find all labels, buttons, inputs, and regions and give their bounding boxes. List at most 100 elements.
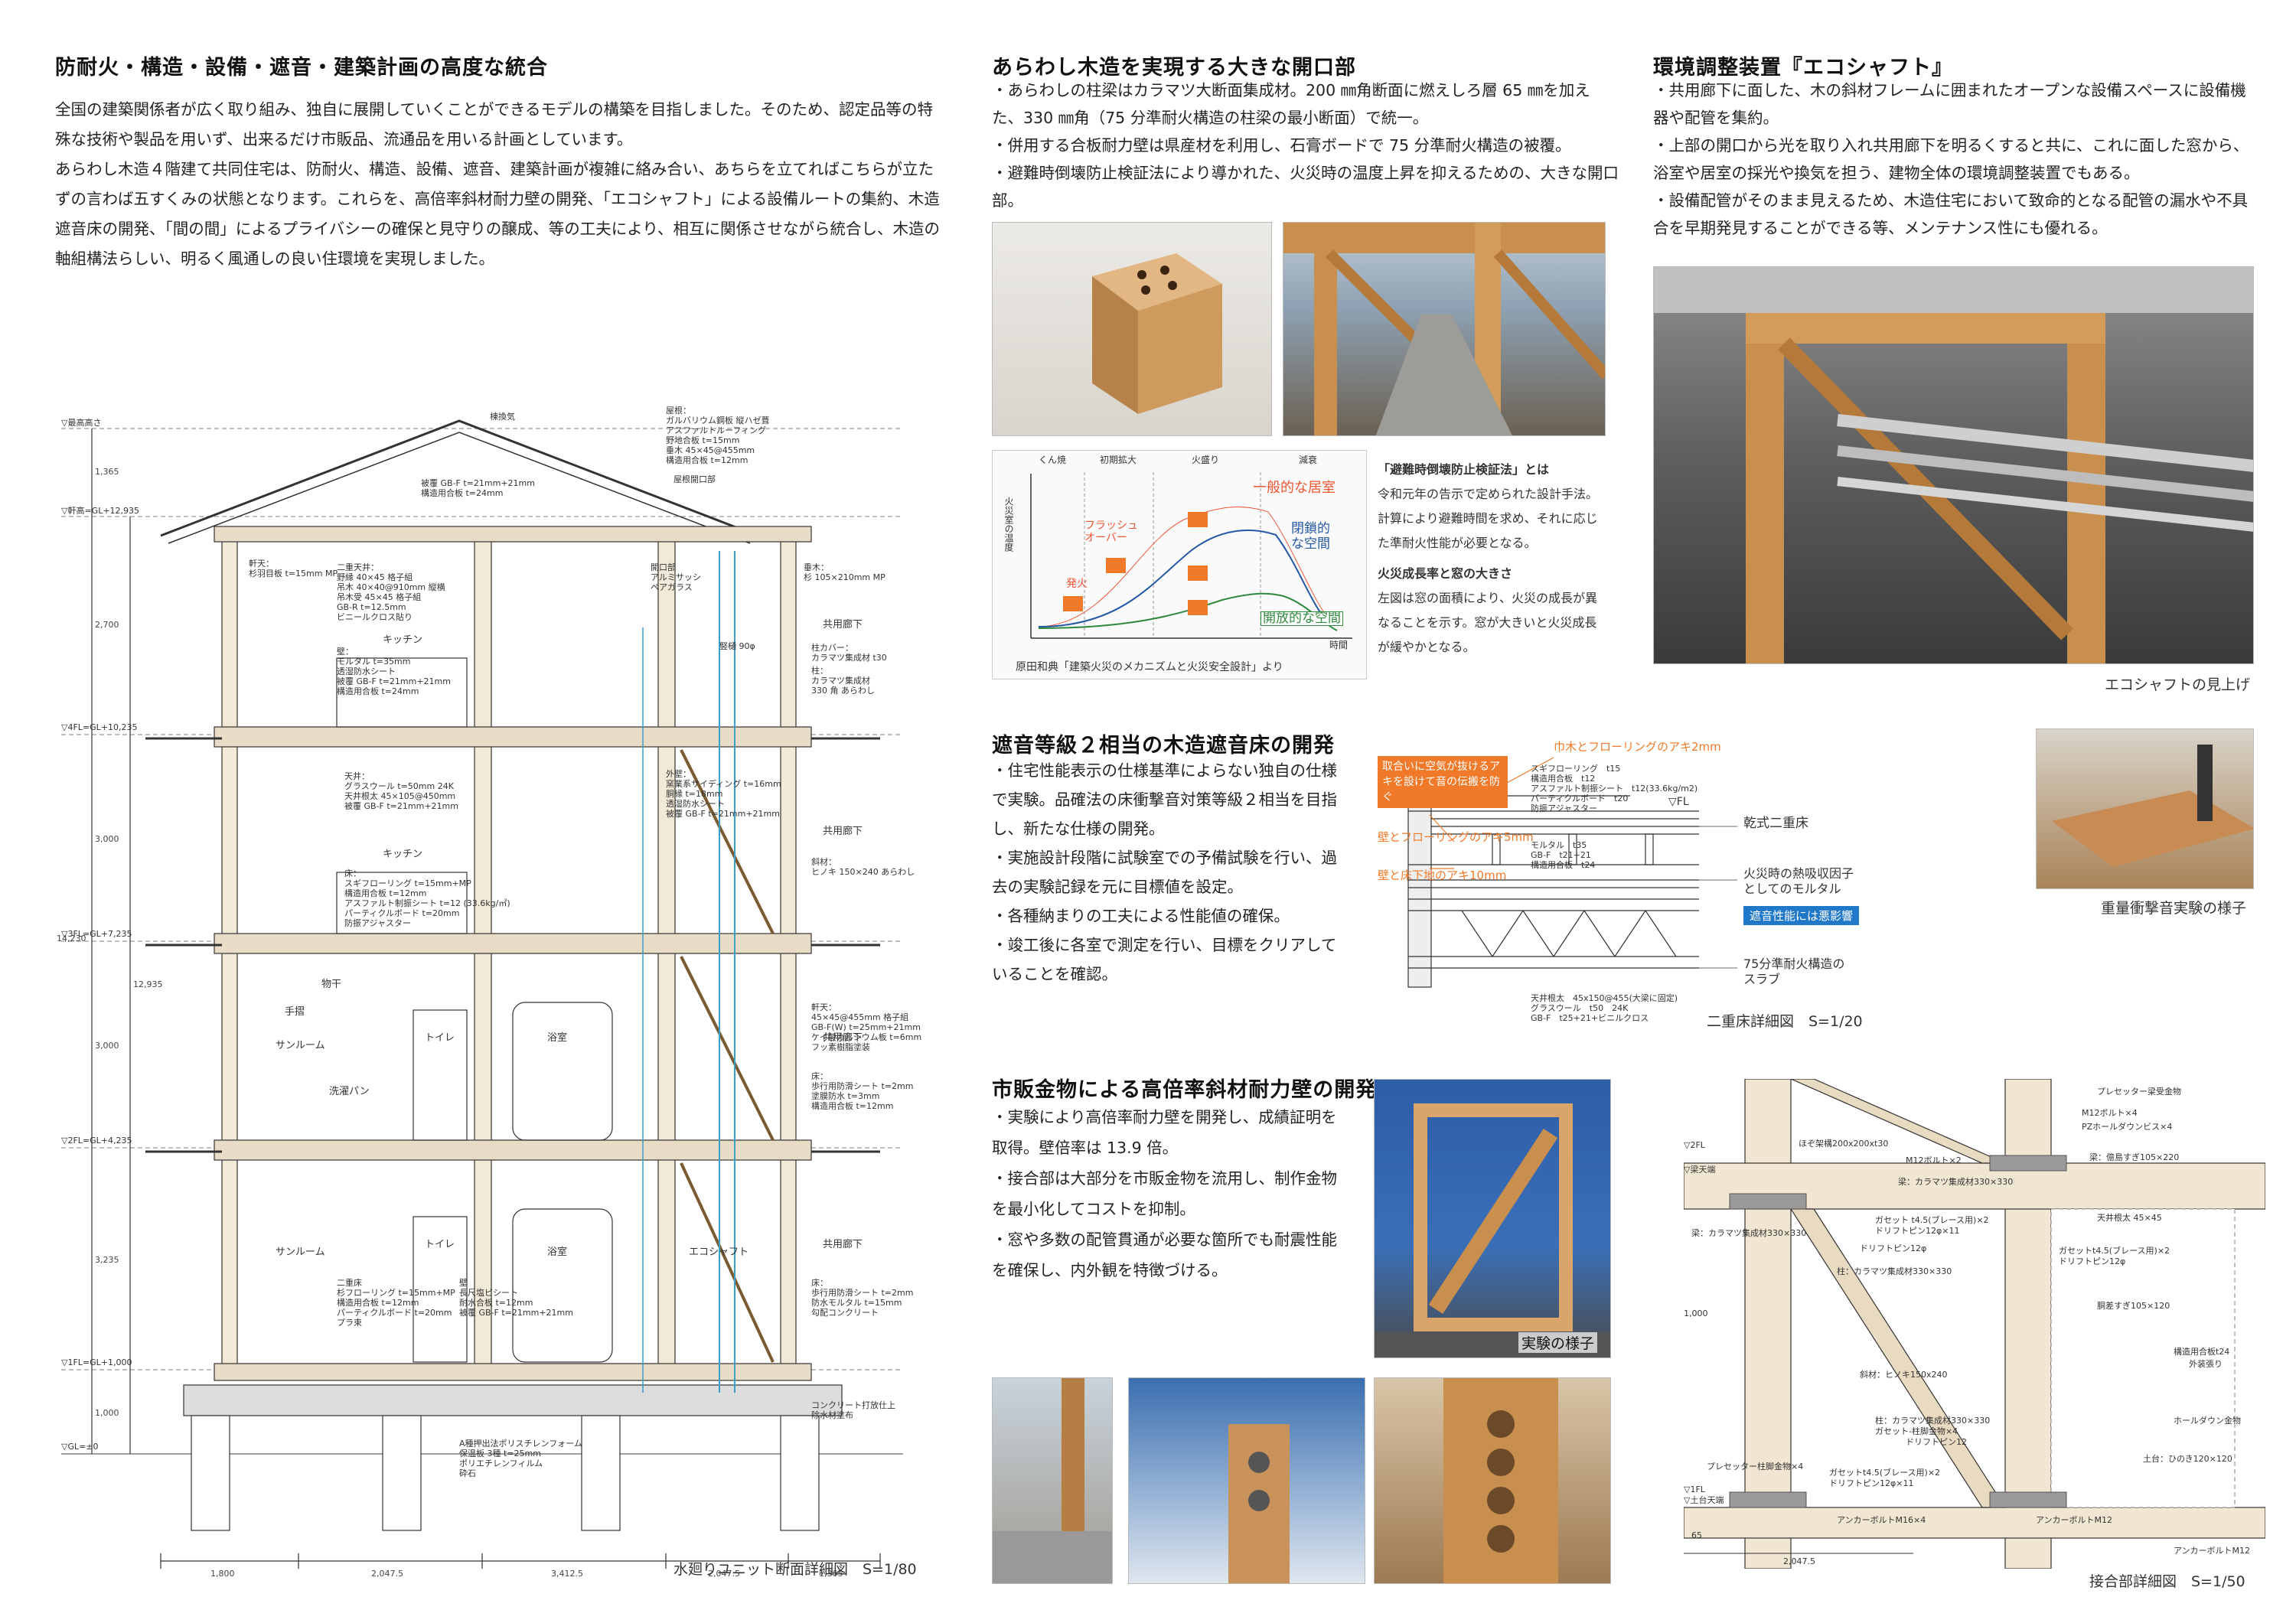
note: 二重天井： 野縁 40×45 格子組 吊木 40×40@910mm 縦横 吊木受… bbox=[337, 562, 445, 622]
series-label: 発火 bbox=[1066, 578, 1088, 590]
room-label: トイレ bbox=[425, 1239, 455, 1250]
joint-note: アンカーボルトM12 bbox=[2036, 1515, 2113, 1525]
level-label: ▽3FL=GL+7,235 bbox=[61, 929, 132, 939]
room-label: 物干 bbox=[321, 979, 342, 990]
note: 斜材： ヒノキ 150×240 あらわし bbox=[811, 857, 915, 877]
series-label: 閉鎖的な空間 bbox=[1291, 521, 1330, 552]
note: 棟換気 bbox=[490, 412, 515, 422]
joint-note: プレセッター梁受金物 bbox=[2097, 1087, 2181, 1097]
series-label: フラッシュオーバー bbox=[1084, 520, 1138, 544]
section2-paragraph: ・併用する合板耐力壁は県産材を利用し、石膏ボードで 75 分準耐火構造の被覆。 bbox=[992, 136, 1571, 155]
note-text: 左図は窓の面積により、火災の成長が異なることを示す。窓が大きいと火災成長が緩やか… bbox=[1378, 591, 1598, 654]
note: 柱カバー： カラマツ集成材 t30 bbox=[811, 643, 887, 663]
dimension: 12,935 bbox=[133, 979, 163, 989]
fire-chart-svg bbox=[1030, 472, 1352, 639]
joint-note: ガセットt4.5(ブレース用)×2 bbox=[2059, 1246, 2170, 1256]
room-label: 浴室 bbox=[547, 1032, 568, 1044]
phase-label: くん焼 bbox=[1039, 455, 1067, 465]
double-floor-detail: 取合いに空気が抜けるアキを設けて音の伝搬を防ぐ 巾木とフローリングのアキ2mm … bbox=[1378, 735, 2020, 1033]
dimension: 1,000 bbox=[95, 1408, 119, 1418]
joint-note: 土台：ひのき120×120 bbox=[2143, 1454, 2232, 1464]
joint-note: ガセット t4.5(ブレース用)×2 bbox=[1875, 1215, 1989, 1225]
impact-test-drawing bbox=[2052, 745, 2253, 867]
phase-label: 減衰 bbox=[1299, 455, 1318, 465]
joint-note: ホールダウン金物 bbox=[2174, 1416, 2241, 1426]
joint-note: 梁：カラマツ集成材330×330 bbox=[1691, 1228, 1807, 1238]
right-note: 火災時の熱吸収因子 としてのモルタル bbox=[1743, 866, 1854, 896]
note: 垂木： 杉 105×210mm MP bbox=[804, 562, 885, 582]
room-label: 洗濯パン bbox=[329, 1086, 370, 1097]
room-label: キッチン bbox=[383, 849, 423, 860]
dimension: 1,800 bbox=[210, 1569, 235, 1579]
joint-note: ▽土台天端 bbox=[1684, 1495, 1724, 1505]
level-label: ▽1FL=GL+1,000 bbox=[61, 1357, 132, 1367]
joint-detail-svg bbox=[1683, 1078, 2266, 1569]
room-label: サンルーム bbox=[276, 1247, 325, 1258]
note: 外壁： 窯業系サイディング t=16mm 胴縁 t=18mm 透湿防水シート 被… bbox=[666, 769, 781, 819]
layer-note: モルタル t35 GB-F t21+21 構造用合板 t24 bbox=[1531, 840, 1596, 870]
note: A種押出法ポリスチレンフォーム 保温板 3種 t=25mm ポリエチレンフィルム… bbox=[459, 1439, 582, 1478]
dimension: 2,700 bbox=[95, 620, 119, 630]
blue-callout: 遮音性能には悪影響 bbox=[1743, 906, 1860, 925]
eco-shaft-drawing bbox=[1654, 267, 2253, 663]
note: 天井： グラスウール t=50mm 24K 天井根太 45×105@450mm … bbox=[344, 771, 458, 811]
joint-note: 胴差すぎ105×120 bbox=[2097, 1301, 2170, 1311]
room-label: 浴室 bbox=[547, 1247, 568, 1258]
joint-note: アンカーボルトM16×4 bbox=[1837, 1515, 1926, 1525]
section4-paragraph: ・住宅性能表示の仕様基準によらない独自の仕様で実験。品確法の床衝撃音対策等級２相… bbox=[992, 761, 1337, 838]
joint-note: ▽1FL bbox=[1684, 1484, 1705, 1494]
axis-label: 時間 bbox=[1329, 640, 1349, 650]
corridor-drawing bbox=[1283, 223, 1605, 435]
joint-note: 柱：カラマツ集成材330×330 bbox=[1837, 1266, 1952, 1276]
eco-shaft-photo bbox=[1653, 266, 2254, 664]
section4-paragraph: ・竣工後に各室で測定を行い、目標をクリアしていることを確認。 bbox=[992, 936, 1337, 983]
dimension: 2,047.5 bbox=[708, 1569, 740, 1579]
glulam-column-photo bbox=[992, 222, 1272, 436]
level-label: ▽軒高=GL+12,935 bbox=[61, 506, 140, 516]
room-label: 共用廊下 bbox=[823, 1032, 863, 1044]
joint-note: ほぞ架構200x200xt30 bbox=[1799, 1139, 1889, 1149]
joint-note: 2,047.5 bbox=[1783, 1556, 1815, 1566]
joint-note: プレセッター柱脚金物×4 bbox=[1707, 1462, 1804, 1471]
experiment-caption: 実験の様子 bbox=[1518, 1332, 1598, 1353]
joint-note: PZホールダウンビス×4 bbox=[2082, 1122, 2173, 1132]
room-label: 共用廊下 bbox=[823, 826, 863, 837]
joint-note: 構造用合板t24 bbox=[2174, 1347, 2230, 1357]
wall-experiment-photo: 実験の様子 bbox=[1374, 1079, 1611, 1358]
impact-test-caption: 重量衝撃音実験の様子 bbox=[2101, 900, 2247, 917]
joint-note: 65 bbox=[1691, 1530, 1702, 1540]
dimension: 1,365 bbox=[819, 1569, 843, 1579]
right-note: 乾式二重床 bbox=[1743, 816, 1808, 831]
joint-note: 柱：カラマツ集成材330×330 bbox=[1875, 1416, 1991, 1426]
floor-detail-caption: 二重床詳細図 S=1/20 bbox=[1707, 1013, 1863, 1030]
section-drawing-caption: 水廻りユニット断面詳細図 S=1/80 bbox=[673, 1561, 917, 1578]
joint-note: M12ボルト×2 bbox=[1906, 1155, 1962, 1165]
joint-detail-caption: 接合部詳細図 S=1/50 bbox=[2089, 1573, 2245, 1590]
joint-note: ガセット-柱脚金物×4 bbox=[1875, 1426, 1958, 1436]
section4-body: ・住宅性能表示の仕様基準によらない独自の仕様で実験。品確法の床衝撃音対策等級２相… bbox=[992, 756, 1352, 989]
note: 開口部 アルミサッシ ペアガラス bbox=[651, 562, 701, 592]
joint-note: ドリフトピン12φ×11 bbox=[1829, 1478, 1914, 1488]
layer-note: 天井根太 45x150@455(大梁に固定) グラスウール t50 24K GB… bbox=[1531, 993, 1678, 1023]
section1-body: 全国の建築関係者が広く取り組み、独自に展開していくことができるモデルの構築を目指… bbox=[55, 95, 947, 274]
wall-frame-drawing bbox=[1375, 1103, 1610, 1357]
section3-paragraph: ・設備配管がそのまま見えるため、木造住宅において致命的となる配管の漏水や不具合を… bbox=[1653, 191, 2249, 237]
phase-label: 初期拡大 bbox=[1100, 455, 1137, 465]
note-title: 火災成長率と窓の大きさ bbox=[1378, 566, 1513, 581]
note-text: 令和元年の告示で定められた設計手法。計算により避難時間を求め、それに応じた準耐火… bbox=[1378, 487, 1599, 550]
section5-paragraph: ・接合部は大部分を市販金物を流用し、制作金物を最小化してコストを抑制。 bbox=[992, 1169, 1337, 1218]
orange-note: 巾木とフローリングのアキ2mm bbox=[1554, 740, 1721, 754]
impact-test-photo bbox=[2036, 728, 2254, 889]
section1-title: 防耐火・構造・設備・遮音・建築計画の高度な統合 bbox=[55, 56, 548, 80]
note: 軒天： 杉羽目板 t=15mm MP bbox=[249, 559, 338, 578]
room-label: 手摺 bbox=[285, 1006, 305, 1018]
section1-paragraph: あらわし木造４階建て共同住宅は、防耐火、構造、設備、遮音、建築計画が複雑に絡み合… bbox=[55, 160, 940, 268]
level-label: ▽4FL=GL+10,235 bbox=[61, 722, 138, 732]
section3-title: 環境調整装置『エコシャフト』 bbox=[1653, 56, 1953, 80]
section3-body: ・共用廊下に面した、木の斜材フレームに囲まれたオープンな設備スペースに設備機器や… bbox=[1653, 77, 2250, 242]
orange-callout-box: 取合いに空気が抜けるアキを設けて音の伝搬を防ぐ bbox=[1378, 756, 1508, 808]
dimension: 3,000 bbox=[95, 1041, 119, 1051]
dimension: 3,000 bbox=[95, 834, 119, 844]
orange-note: 壁と床下地のアキ10mm bbox=[1378, 869, 1507, 882]
joint-note: 外装張り bbox=[2189, 1359, 2223, 1369]
